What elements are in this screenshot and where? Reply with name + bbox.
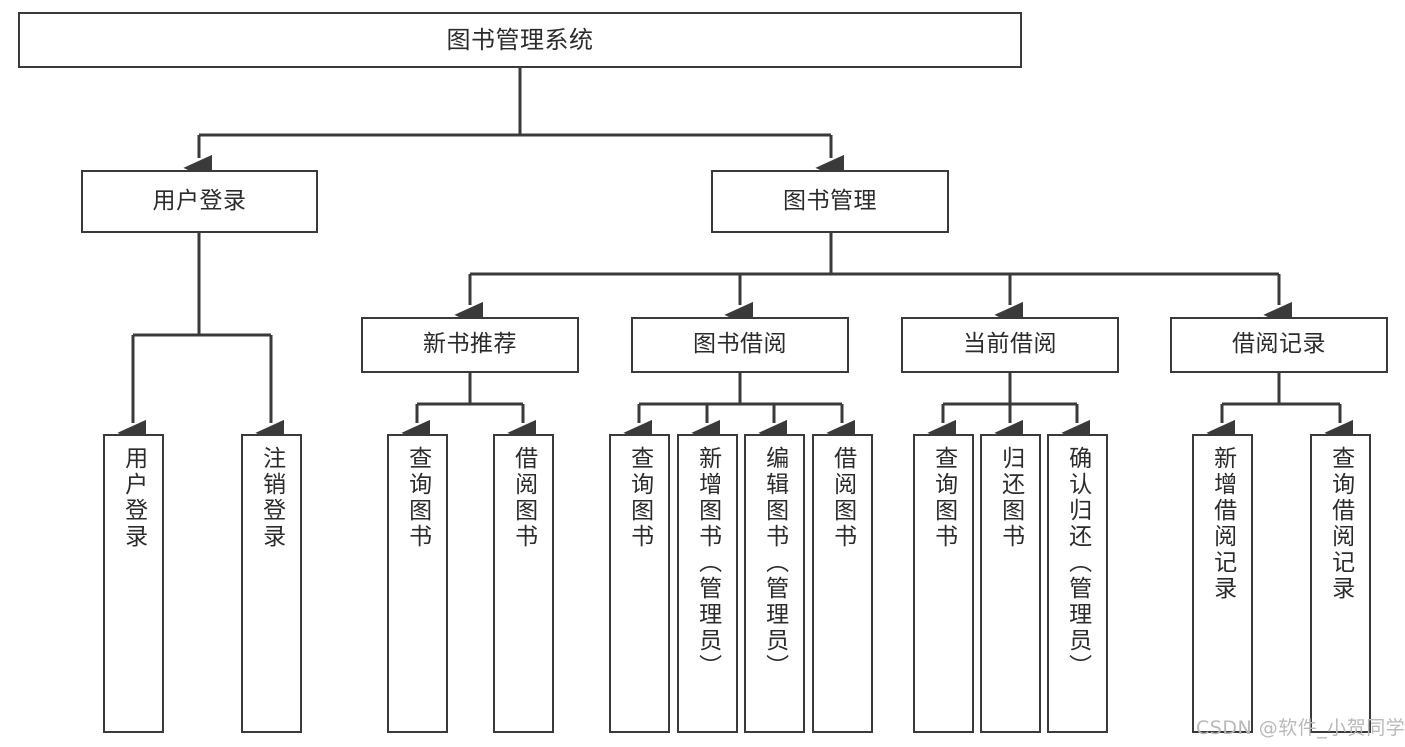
leaf-add-book-admin[interactable]: 新增图书（管理员）	[677, 434, 738, 733]
node-book-management[interactable]: 图书管理	[711, 170, 949, 233]
node-label: 当前借阅	[963, 331, 1057, 358]
leaf-borrow-book-newbook[interactable]: 借阅图书	[493, 434, 554, 733]
node-label: 图书管理	[783, 187, 877, 214]
node-label: 编辑图书（管理员）	[761, 446, 788, 680]
node-label: 图书借阅	[693, 331, 787, 358]
leaf-logout[interactable]: 注销登录	[241, 434, 302, 733]
leaf-query-borrow-record[interactable]: 查询借阅记录	[1310, 434, 1371, 733]
leaf-query-book-current[interactable]: 查询图书	[913, 434, 974, 733]
node-book-borrowing[interactable]: 图书借阅	[631, 317, 849, 373]
node-label: 新增图书（管理员）	[694, 446, 721, 680]
leaf-user-login[interactable]: 用户登录	[103, 434, 164, 733]
node-label: 查询图书	[930, 446, 957, 550]
leaf-query-book-borrow[interactable]: 查询图书	[609, 434, 670, 733]
node-label: 新书推荐	[423, 331, 517, 358]
node-label: 用户登录	[120, 446, 147, 550]
watermark-text: CSDN @软件_小贺同学	[1196, 717, 1405, 739]
node-new-book-recommendation[interactable]: 新书推荐	[361, 317, 579, 373]
leaf-confirm-return-admin[interactable]: 确认归还（管理员）	[1047, 434, 1108, 733]
node-label: 查询图书	[404, 446, 431, 550]
node-user-login[interactable]: 用户登录	[81, 170, 318, 233]
node-label: 用户登录	[152, 187, 247, 214]
node-label: 注销登录	[258, 446, 285, 550]
node-label: 借阅图书	[829, 446, 856, 550]
node-label: 查询借阅记录	[1327, 446, 1354, 602]
node-label: 借阅图书	[510, 446, 537, 550]
node-root-book-management-system[interactable]: 图书管理系统	[18, 12, 1022, 68]
node-label: 新增借阅记录	[1209, 446, 1236, 602]
leaf-add-borrow-record[interactable]: 新增借阅记录	[1192, 434, 1253, 733]
node-label: 图书管理系统	[446, 25, 594, 54]
leaf-return-book[interactable]: 归还图书	[980, 434, 1041, 733]
node-label: 确认归还（管理员）	[1064, 446, 1091, 680]
node-borrowing-records[interactable]: 借阅记录	[1170, 317, 1388, 373]
leaf-borrow-book[interactable]: 借阅图书	[812, 434, 873, 733]
leaf-query-book-newbook[interactable]: 查询图书	[387, 434, 448, 733]
leaf-edit-book-admin[interactable]: 编辑图书（管理员）	[744, 434, 805, 733]
node-label: 查询图书	[626, 446, 653, 550]
node-current-borrowing[interactable]: 当前借阅	[901, 317, 1119, 373]
node-label: 借阅记录	[1232, 331, 1326, 358]
node-label: 归还图书	[997, 446, 1024, 550]
